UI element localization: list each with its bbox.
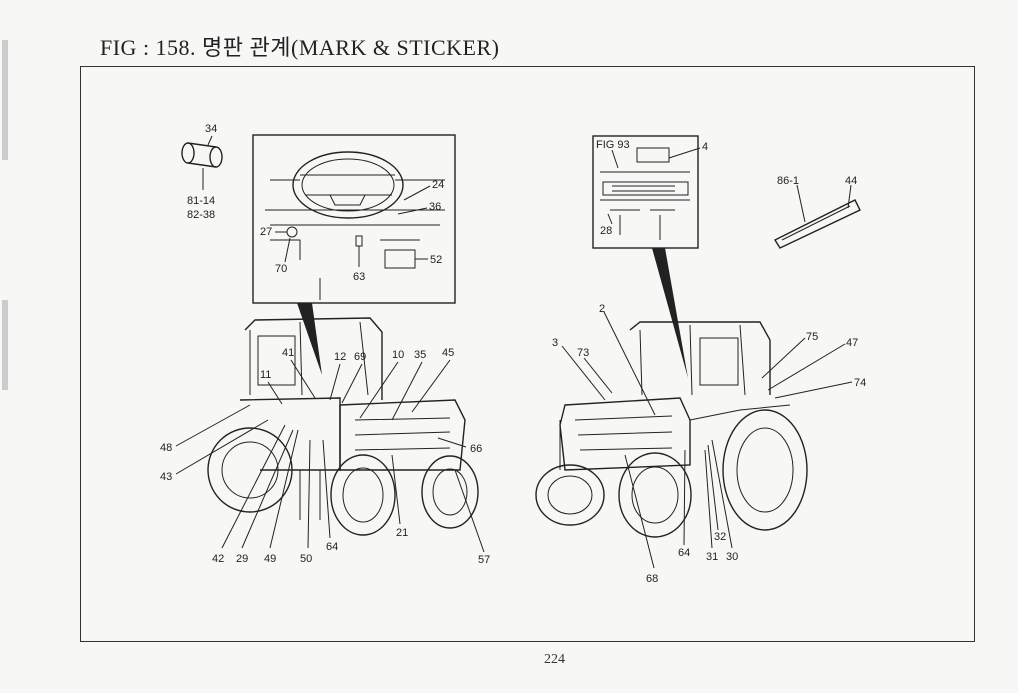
- diagram-frame: [80, 66, 975, 642]
- leaders-left: [175, 359, 485, 553]
- callout-57: 57: [478, 554, 490, 566]
- callout-47: 47: [846, 337, 858, 349]
- tractor-right-drawing: [535, 321, 808, 538]
- callout-41: 41: [282, 347, 294, 359]
- callout-43: 43: [160, 471, 172, 483]
- scan-margin-mark: [2, 300, 8, 390]
- callout-82-38: 82-38: [187, 209, 215, 221]
- callout-48: 48: [160, 442, 172, 454]
- callout-fig-93: FIG 93: [596, 139, 630, 151]
- leaders-right: [561, 311, 853, 569]
- callout-69: 69: [354, 351, 366, 363]
- callout-10: 10: [392, 349, 404, 361]
- callout-31: 31: [706, 551, 718, 563]
- callout-68: 68: [646, 573, 658, 585]
- page-title: FIG : 158. 명판 관계(MARK & STICKER): [100, 35, 500, 60]
- part-86-1-drawing: [773, 184, 861, 249]
- page-number: 224: [544, 652, 565, 667]
- callout-4: 4: [702, 141, 708, 153]
- callout-86-1: 86-1: [777, 175, 799, 187]
- inset-pointer-right: [652, 248, 688, 378]
- callout-35: 35: [414, 349, 426, 361]
- callout-32: 32: [714, 531, 726, 543]
- callout-44: 44: [845, 175, 857, 187]
- callout-12: 12: [334, 351, 346, 363]
- dashboard-inset: [252, 134, 456, 304]
- part-34-drawing: [181, 135, 223, 190]
- callout-21: 21: [396, 527, 408, 539]
- callout-49: 49: [264, 553, 276, 565]
- callout-81-14: 81-14: [187, 195, 215, 207]
- callout-70: 70: [275, 263, 287, 275]
- callout-36: 36: [429, 201, 441, 213]
- callout-24: 24: [432, 179, 444, 191]
- callout-30: 30: [726, 551, 738, 563]
- tractor-left-drawing: [207, 317, 479, 536]
- callout-2: 2: [599, 303, 605, 315]
- inset-pointer-left: [297, 303, 322, 375]
- callout-50: 50: [300, 553, 312, 565]
- callout-75: 75: [806, 331, 818, 343]
- callout-34: 34: [205, 123, 217, 135]
- callout-3: 3: [552, 337, 558, 349]
- callout-74: 74: [854, 377, 866, 389]
- callout-42: 42: [212, 553, 224, 565]
- callout-11: 11: [260, 369, 271, 381]
- callout-63: 63: [353, 271, 365, 283]
- scan-margin-mark: [2, 40, 8, 160]
- callout-29: 29: [236, 553, 248, 565]
- callout-66: 66: [470, 443, 482, 455]
- callout-28: 28: [600, 225, 612, 237]
- callout-64-left: 64: [326, 541, 338, 553]
- callout-27: 27: [260, 226, 272, 238]
- hood-inset: [592, 135, 701, 249]
- callout-52: 52: [430, 254, 442, 266]
- callout-64-right: 64: [678, 547, 690, 559]
- callout-45: 45: [442, 347, 454, 359]
- callout-73: 73: [577, 347, 589, 359]
